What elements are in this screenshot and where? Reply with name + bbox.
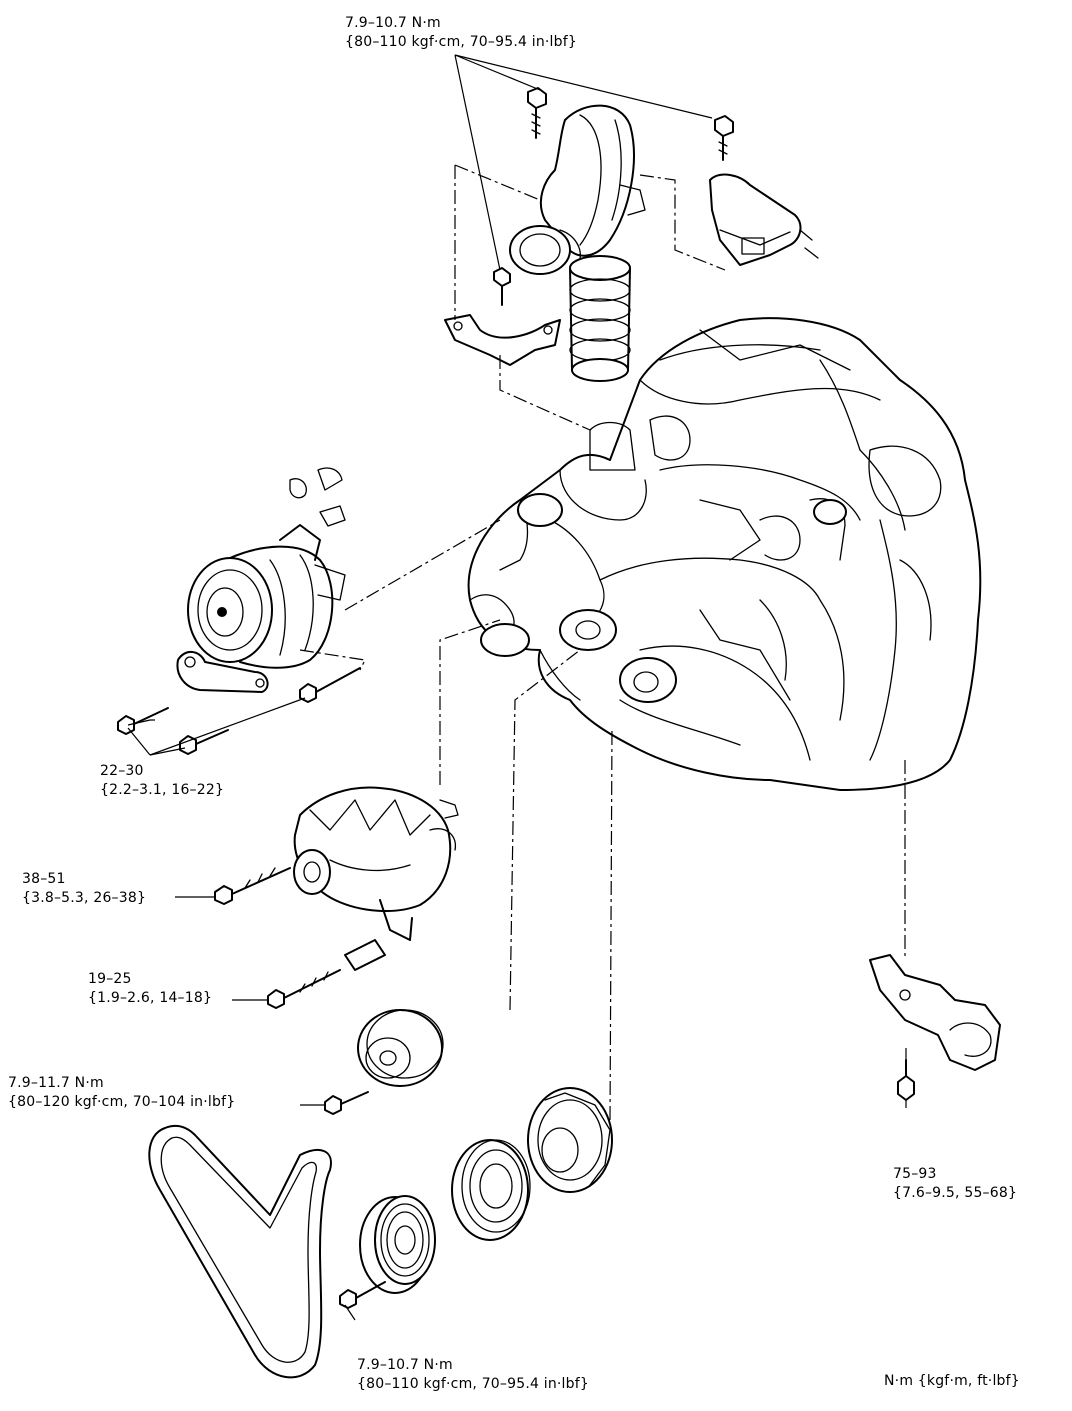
torque-label-idler-pulley: 7.9–11.7 N·m {80–120 kgf·cm, 70–104 in·l… <box>8 1074 235 1112</box>
torque-label-ac-compressor: 22–30 {2.2–3.1, 16–22} <box>100 762 224 800</box>
units-note: N·m {kgf·m, ft·lbf} <box>884 1373 1020 1389</box>
engine-block <box>467 317 982 791</box>
torque-label-line: {1.9–2.6, 14–18} <box>88 990 213 1006</box>
leader-lines <box>127 54 907 1321</box>
drive-belt <box>148 1124 332 1379</box>
torque-label-alternator-upper: 38–51 {3.8–5.3, 26–38} <box>22 870 146 908</box>
torque-label-line: {3.8–5.3, 26–38} <box>22 890 147 906</box>
torque-label-intake-duct: 7.9–10.7 N·m {80–110 kgf·cm, 70–95.4 in·… <box>345 14 577 52</box>
torque-label-line: {80–120 kgf·cm, 70–104 in·lbf} <box>8 1094 236 1110</box>
torque-label-engine-mount: 75–93 {7.6–9.5, 55–68} <box>893 1165 1017 1203</box>
torque-label-line: {2.2–3.1, 16–22} <box>100 782 225 798</box>
engine-mount-bolt <box>897 1059 915 1101</box>
torque-label-line: 7.9–11.7 N·m <box>8 1075 104 1091</box>
torque-label-line: 19–25 <box>88 971 132 987</box>
crank-pulley-bolt <box>339 1281 386 1309</box>
crank-sprocket-plate <box>527 1087 613 1193</box>
crank-pulley-middle <box>451 1139 531 1241</box>
ac-compressor-bolts <box>117 667 361 755</box>
idler-pulley <box>357 1009 444 1087</box>
engine-mount <box>869 954 1001 1071</box>
assembly-dash-lines <box>299 164 907 1121</box>
intake-duct <box>509 104 646 275</box>
idler-pulley-bolt <box>324 1091 369 1115</box>
ac-compressor <box>187 467 346 669</box>
air-cleaner-bracket <box>709 173 819 266</box>
torque-label-alternator-lower: 19–25 {1.9–2.6, 14–18} <box>88 970 212 1008</box>
torque-label-line: 75–93 <box>893 1166 937 1182</box>
torque-label-line: 38–51 <box>22 871 66 887</box>
torque-label-line: 7.9–10.7 N·m <box>345 15 441 31</box>
torque-label-line: {7.6–9.5, 55–68} <box>893 1185 1018 1201</box>
intake-duct-bolts <box>493 87 734 306</box>
alternator <box>293 786 459 941</box>
torque-label-line: {80–110 kgf·cm, 70–95.4 in·lbf} <box>345 34 577 50</box>
crank-pulley-front <box>359 1195 436 1294</box>
resonator-bellows <box>569 255 631 382</box>
torque-label-line: 22–30 <box>100 763 144 779</box>
intake-bracket <box>444 314 561 366</box>
ac-compressor-brace <box>176 651 269 693</box>
torque-label-crank-pulley: 7.9–10.7 N·m {80–110 kgf·cm, 70–95.4 in·… <box>357 1356 589 1394</box>
torque-label-line: 7.9–10.7 N·m <box>357 1357 453 1373</box>
alternator-bolts <box>214 867 386 1009</box>
torque-label-line: {80–110 kgf·cm, 70–95.4 in·lbf} <box>357 1376 589 1392</box>
